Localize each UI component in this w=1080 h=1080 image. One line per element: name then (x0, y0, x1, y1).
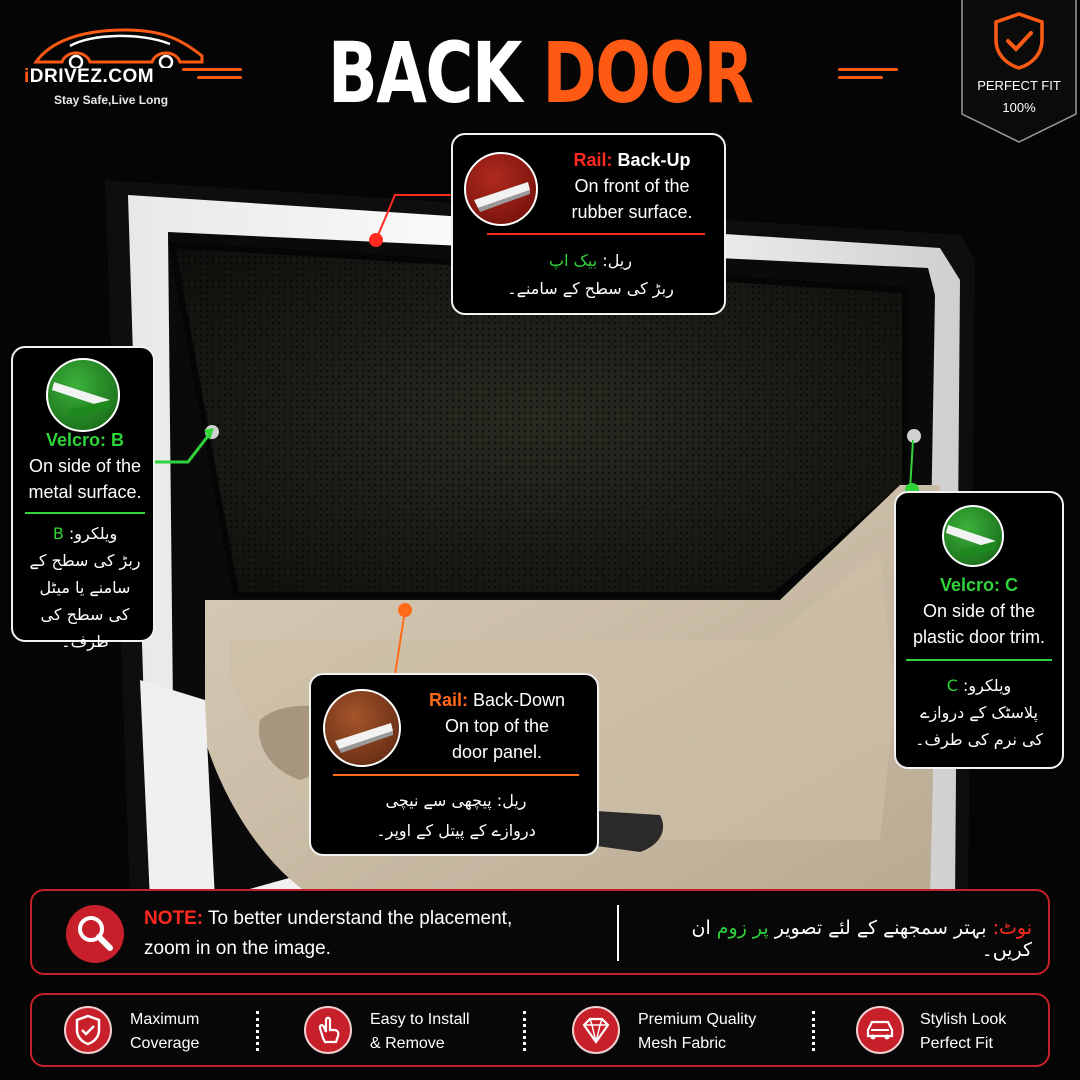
note-divider (617, 905, 619, 961)
note-text-urdu: نوٹ: بہتر سمجھنے کے لئے تصویر پر زوم ان … (691, 917, 1033, 961)
callout-velcro-b: Velcro: B On side of the metal surface. … (11, 346, 155, 651)
page-title: BACK DOOR (181, 18, 899, 128)
rail-backup-urdu1: ریل: بیک اپ (549, 251, 632, 270)
rail-backdown-title: Rail: Back-Down (428, 690, 566, 710)
hand-tap-icon (304, 1006, 352, 1054)
car-logo-icon (33, 28, 204, 68)
velcro-c-title: Velcro: C (939, 575, 1019, 595)
velcro-b-urdu1: ویلکرو: B (52, 524, 118, 543)
feature-separator (256, 1011, 259, 1051)
feature-separator (523, 1011, 526, 1051)
car-icon (856, 1006, 904, 1054)
velcro-b-urdu3: سامنے یا میٹل (39, 578, 131, 597)
title-text: BACK DOOR (327, 24, 754, 122)
rail-backdown-thumbnail-icon (323, 689, 401, 767)
callout-velcro-c: Velcro: C On side of the plastic door tr… (894, 491, 1064, 769)
velcro-c-thumbnail-icon (942, 505, 1004, 567)
feature-easy-install-label: Easy to Install& Remove (370, 1011, 470, 1052)
velcro-c-urdu2: پلاسٹک کے دروازے (920, 703, 1038, 722)
door-photo (105, 180, 975, 895)
rail-backdown-desc2: door panel. (451, 742, 543, 762)
callout-rail-backdown: Rail: Back-Down On top of the door panel… (309, 673, 599, 856)
badge-line1: PERFECT FIT (977, 78, 1061, 93)
rail-backup-desc2: rubber surface. (571, 202, 693, 222)
note-bar: NOTE: To better understand the placement… (30, 889, 1050, 975)
velcro-c-urdu1: ویلکرو: C (946, 676, 1012, 695)
rail-backdown-urdu2: دروازے کے پیتل کے اوپر۔ (376, 821, 536, 840)
rail-backup-thumbnail-icon (464, 152, 538, 226)
title-deco-left (181, 67, 242, 79)
velcro-b-divider (25, 512, 145, 514)
title-deco-right (838, 67, 899, 79)
rail-backup-desc1: On front of the (574, 176, 690, 196)
magnifier-icon (66, 905, 124, 963)
diamond-icon (572, 1006, 620, 1054)
shield-check-icon (64, 1006, 112, 1054)
rail-backup-marker (369, 233, 383, 247)
velcro-b-title: Velcro: B (45, 430, 125, 450)
rail-backup-divider (487, 233, 705, 235)
velcro-c-desc1: On side of the (922, 601, 1036, 621)
velcro-c-divider (906, 659, 1052, 661)
velcro-b-urdu4: کی سطح کی طرف۔ (40, 605, 130, 651)
velcro-b-urdu2: ربڑ کی سطح کے (29, 551, 141, 570)
shield-check-icon (994, 12, 1044, 70)
velcro-b-desc2: metal surface. (28, 482, 142, 502)
rail-backdown-marker (398, 603, 412, 617)
rail-backdown-divider (333, 774, 579, 776)
badge-line2: 100% (1002, 100, 1036, 115)
callout-rail-backup: Rail: Back-Up On front of the rubber sur… (451, 133, 726, 315)
rail-backup-title: Rail: Back-Up (573, 150, 691, 170)
velcro-b-thumbnail-icon (46, 358, 120, 432)
velcro-b-desc1: On side of the (28, 456, 142, 476)
feature-separator (812, 1011, 815, 1051)
rail-backup-urdu2: ربڑ کی سطح کے سامنے۔ (507, 279, 674, 298)
rail-backdown-urdu1: ریل: پیچھی سے نیچی (385, 791, 527, 810)
rail-backdown-desc1: On top of the (444, 716, 550, 736)
brand-tagline: Stay Safe,Live Long (54, 93, 169, 107)
brand-logo: iDRIVEZ.COM Stay Safe,Live Long (22, 22, 212, 112)
note-text-english: NOTE: To better understand the placement… (144, 908, 513, 959)
velcro-c-urdu3: کی نرم کی طرف۔ (915, 730, 1043, 749)
feature-easy-install: Easy to Install& Remove (304, 995, 504, 1065)
perfect-fit-badge: PERFECT FIT 100% (960, 0, 1078, 144)
velcro-c-desc2: plastic door trim. (912, 627, 1046, 647)
brand-name: iDRIVEZ.COM (24, 66, 155, 87)
